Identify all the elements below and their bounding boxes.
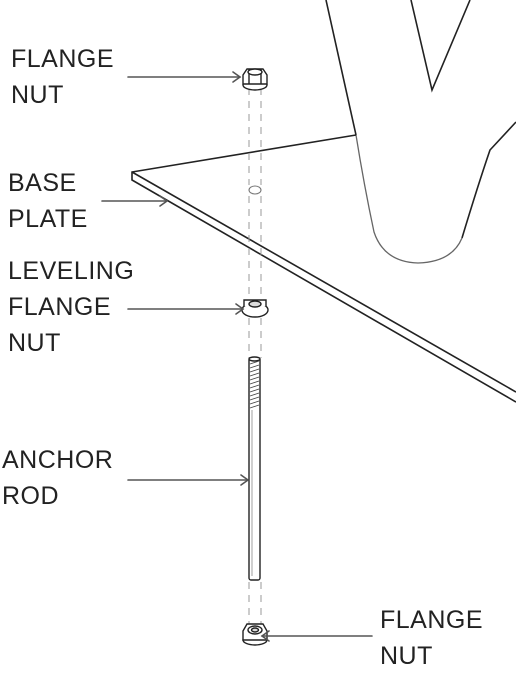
- label-line: NUT: [8, 329, 61, 357]
- label-anchor-rod: ANCHOR ROD: [2, 442, 113, 514]
- label-line: BASE: [8, 169, 77, 197]
- label-line: PLATE: [8, 205, 88, 233]
- anchor-rod-part: [248, 356, 261, 581]
- label-line: FLANGE: [380, 606, 484, 634]
- label-line: NUT: [380, 642, 433, 670]
- base-plate-shape: [131, 134, 516, 403]
- leader-bottom-flange-nut: [260, 630, 373, 642]
- leader-lines: [101, 71, 373, 642]
- label-line: FLANGE: [8, 293, 112, 321]
- pole-silhouette: [325, 0, 516, 264]
- rod-threads: [249, 360, 260, 409]
- label-line: ROD: [2, 482, 60, 510]
- label-line: LEVELING: [8, 257, 135, 285]
- base-plate-hole: [248, 185, 262, 195]
- leader-base-plate: [101, 195, 169, 207]
- leveling-flange-nut-part: [241, 299, 269, 318]
- label-line: NUT: [11, 81, 64, 109]
- leader-anchor-rod: [127, 474, 250, 486]
- label-leveling-flange-nut: LEVELING FLANGE NUT: [8, 253, 134, 361]
- alignment-axis: [248, 88, 262, 626]
- label-line: FLANGE: [11, 45, 115, 73]
- label-base-plate: BASE PLATE: [8, 165, 88, 237]
- label-line: ANCHOR: [2, 446, 114, 474]
- leader-leveling-flange-nut: [127, 303, 245, 315]
- top-flange-nut-part: [242, 68, 268, 91]
- label-bottom-flange-nut: FLANGE NUT: [380, 602, 483, 674]
- leader-top-flange-nut: [127, 71, 242, 83]
- label-top-flange-nut: FLANGE NUT: [11, 41, 114, 113]
